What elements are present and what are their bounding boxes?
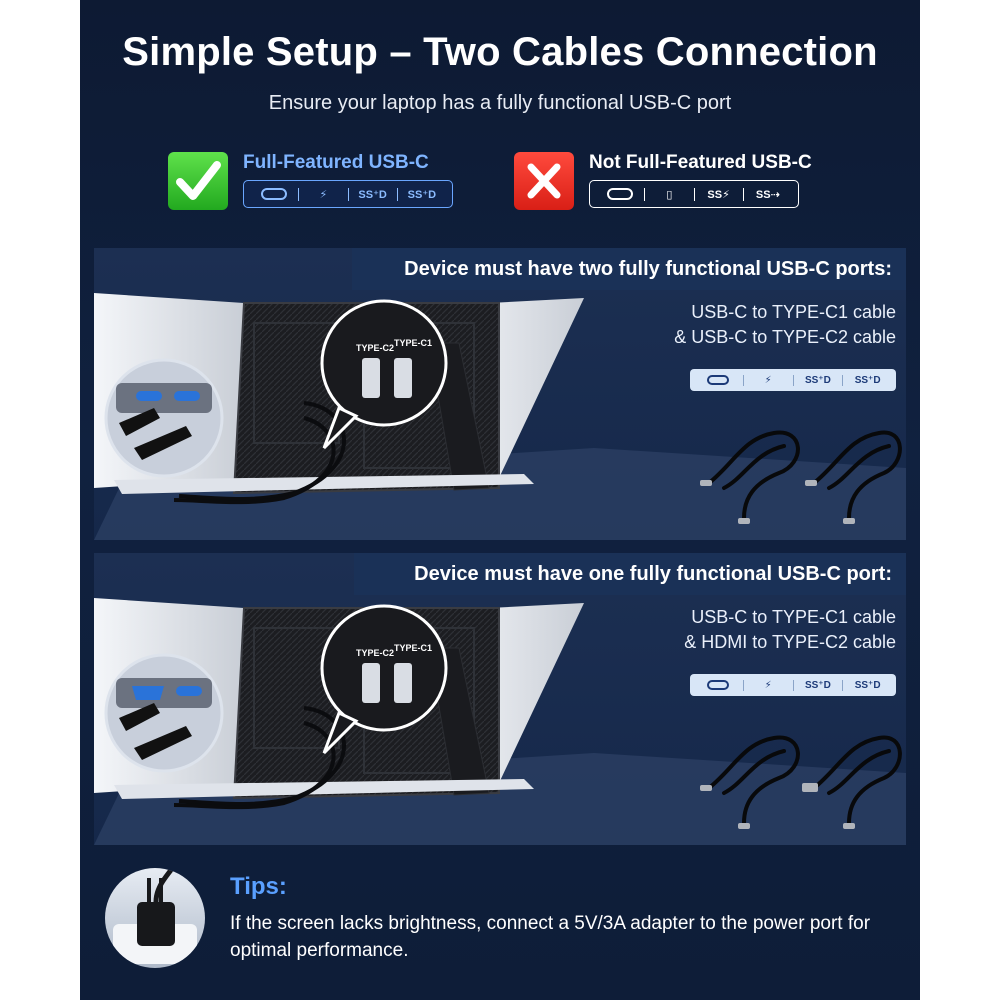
dual-monitor-illustration: TYPE-C2 TYPE-C1 bbox=[94, 293, 906, 540]
usb-c-port-icon bbox=[694, 679, 743, 691]
port-label-type-c1: TYPE-C1 bbox=[394, 338, 432, 348]
port-label-type-c2: TYPE-C2 bbox=[356, 343, 394, 353]
charging-icon: ▯ bbox=[644, 187, 693, 201]
ss-usb-icon: SS⇢ bbox=[742, 187, 792, 201]
ss-charge-icon: SS⚡ bbox=[693, 187, 743, 201]
cross-icon bbox=[514, 152, 574, 210]
ss-displayport-icon: SS⁺D bbox=[842, 679, 892, 691]
ss-displayport-icon: SS⁺D bbox=[396, 187, 446, 201]
page-subtitle: Ensure your laptop has a fully functiona… bbox=[268, 92, 732, 114]
ss10-displayport-icon: SS⁺D bbox=[792, 374, 843, 386]
ss-displayport-icon: SS⁺D bbox=[842, 374, 892, 386]
unsupported-label: Not Full-Featured USB-C bbox=[589, 152, 812, 173]
panel-heading: Device must have one fully functional US… bbox=[354, 553, 906, 595]
required-port-strip: ⚡ SS⁺D SS⁺D bbox=[690, 674, 896, 696]
thunderbolt-icon: ⚡ bbox=[298, 187, 347, 201]
power-adapter-icon bbox=[105, 868, 205, 968]
ss10-displayport-icon: SS⁺D bbox=[347, 187, 397, 201]
ss10-displayport-icon: SS⁺D bbox=[792, 679, 843, 691]
cable-line-2: & USB-C to TYPE-C2 cable bbox=[674, 327, 896, 347]
port-label-type-c2: TYPE-C2 bbox=[356, 648, 394, 658]
check-icon bbox=[168, 152, 228, 210]
cable-description: USB-C to TYPE-C1 cable & HDMI to TYPE-C2… bbox=[684, 605, 896, 655]
cable-line-1: USB-C to TYPE-C1 cable bbox=[691, 607, 896, 627]
unsupported-port-strip: ▯ SS⚡ SS⇢ bbox=[589, 180, 799, 208]
required-port-strip: ⚡ SS⁺D SS⁺D bbox=[690, 369, 896, 391]
two-port-panel: TYPE-C2 TYPE-C1 Device must have two ful… bbox=[94, 248, 906, 540]
usb-c-port-icon bbox=[694, 374, 743, 386]
thunderbolt-icon: ⚡ bbox=[742, 679, 793, 691]
dual-monitor-illustration: TYPE-C2 TYPE-C1 bbox=[94, 598, 906, 845]
tips-text: If the screen lacks brightness, connect … bbox=[230, 913, 871, 961]
tips-title: Tips: bbox=[230, 873, 287, 900]
panel-heading: Device must have two fully functional US… bbox=[352, 248, 906, 290]
cable-description: USB-C to TYPE-C1 cable & USB-C to TYPE-C… bbox=[674, 300, 896, 350]
port-label-type-c1: TYPE-C1 bbox=[394, 643, 432, 653]
usb-c-port-icon bbox=[596, 188, 644, 201]
page-title: Simple Setup – Two Cables Connection bbox=[122, 30, 878, 74]
thunderbolt-icon: ⚡ bbox=[742, 374, 793, 386]
cable-line-1: USB-C to TYPE-C1 cable bbox=[691, 302, 896, 322]
one-port-panel: TYPE-C2 TYPE-C1 Device must have one ful… bbox=[94, 553, 906, 845]
supported-label: Full-Featured USB-C bbox=[243, 152, 429, 173]
infographic-canvas: Simple Setup – Two Cables Connection Ens… bbox=[80, 0, 920, 1000]
cable-line-2: & HDMI to TYPE-C2 cable bbox=[684, 632, 896, 652]
usb-c-port-icon bbox=[250, 188, 298, 201]
supported-port-strip: ⚡ SS⁺D SS⁺D bbox=[243, 180, 453, 208]
